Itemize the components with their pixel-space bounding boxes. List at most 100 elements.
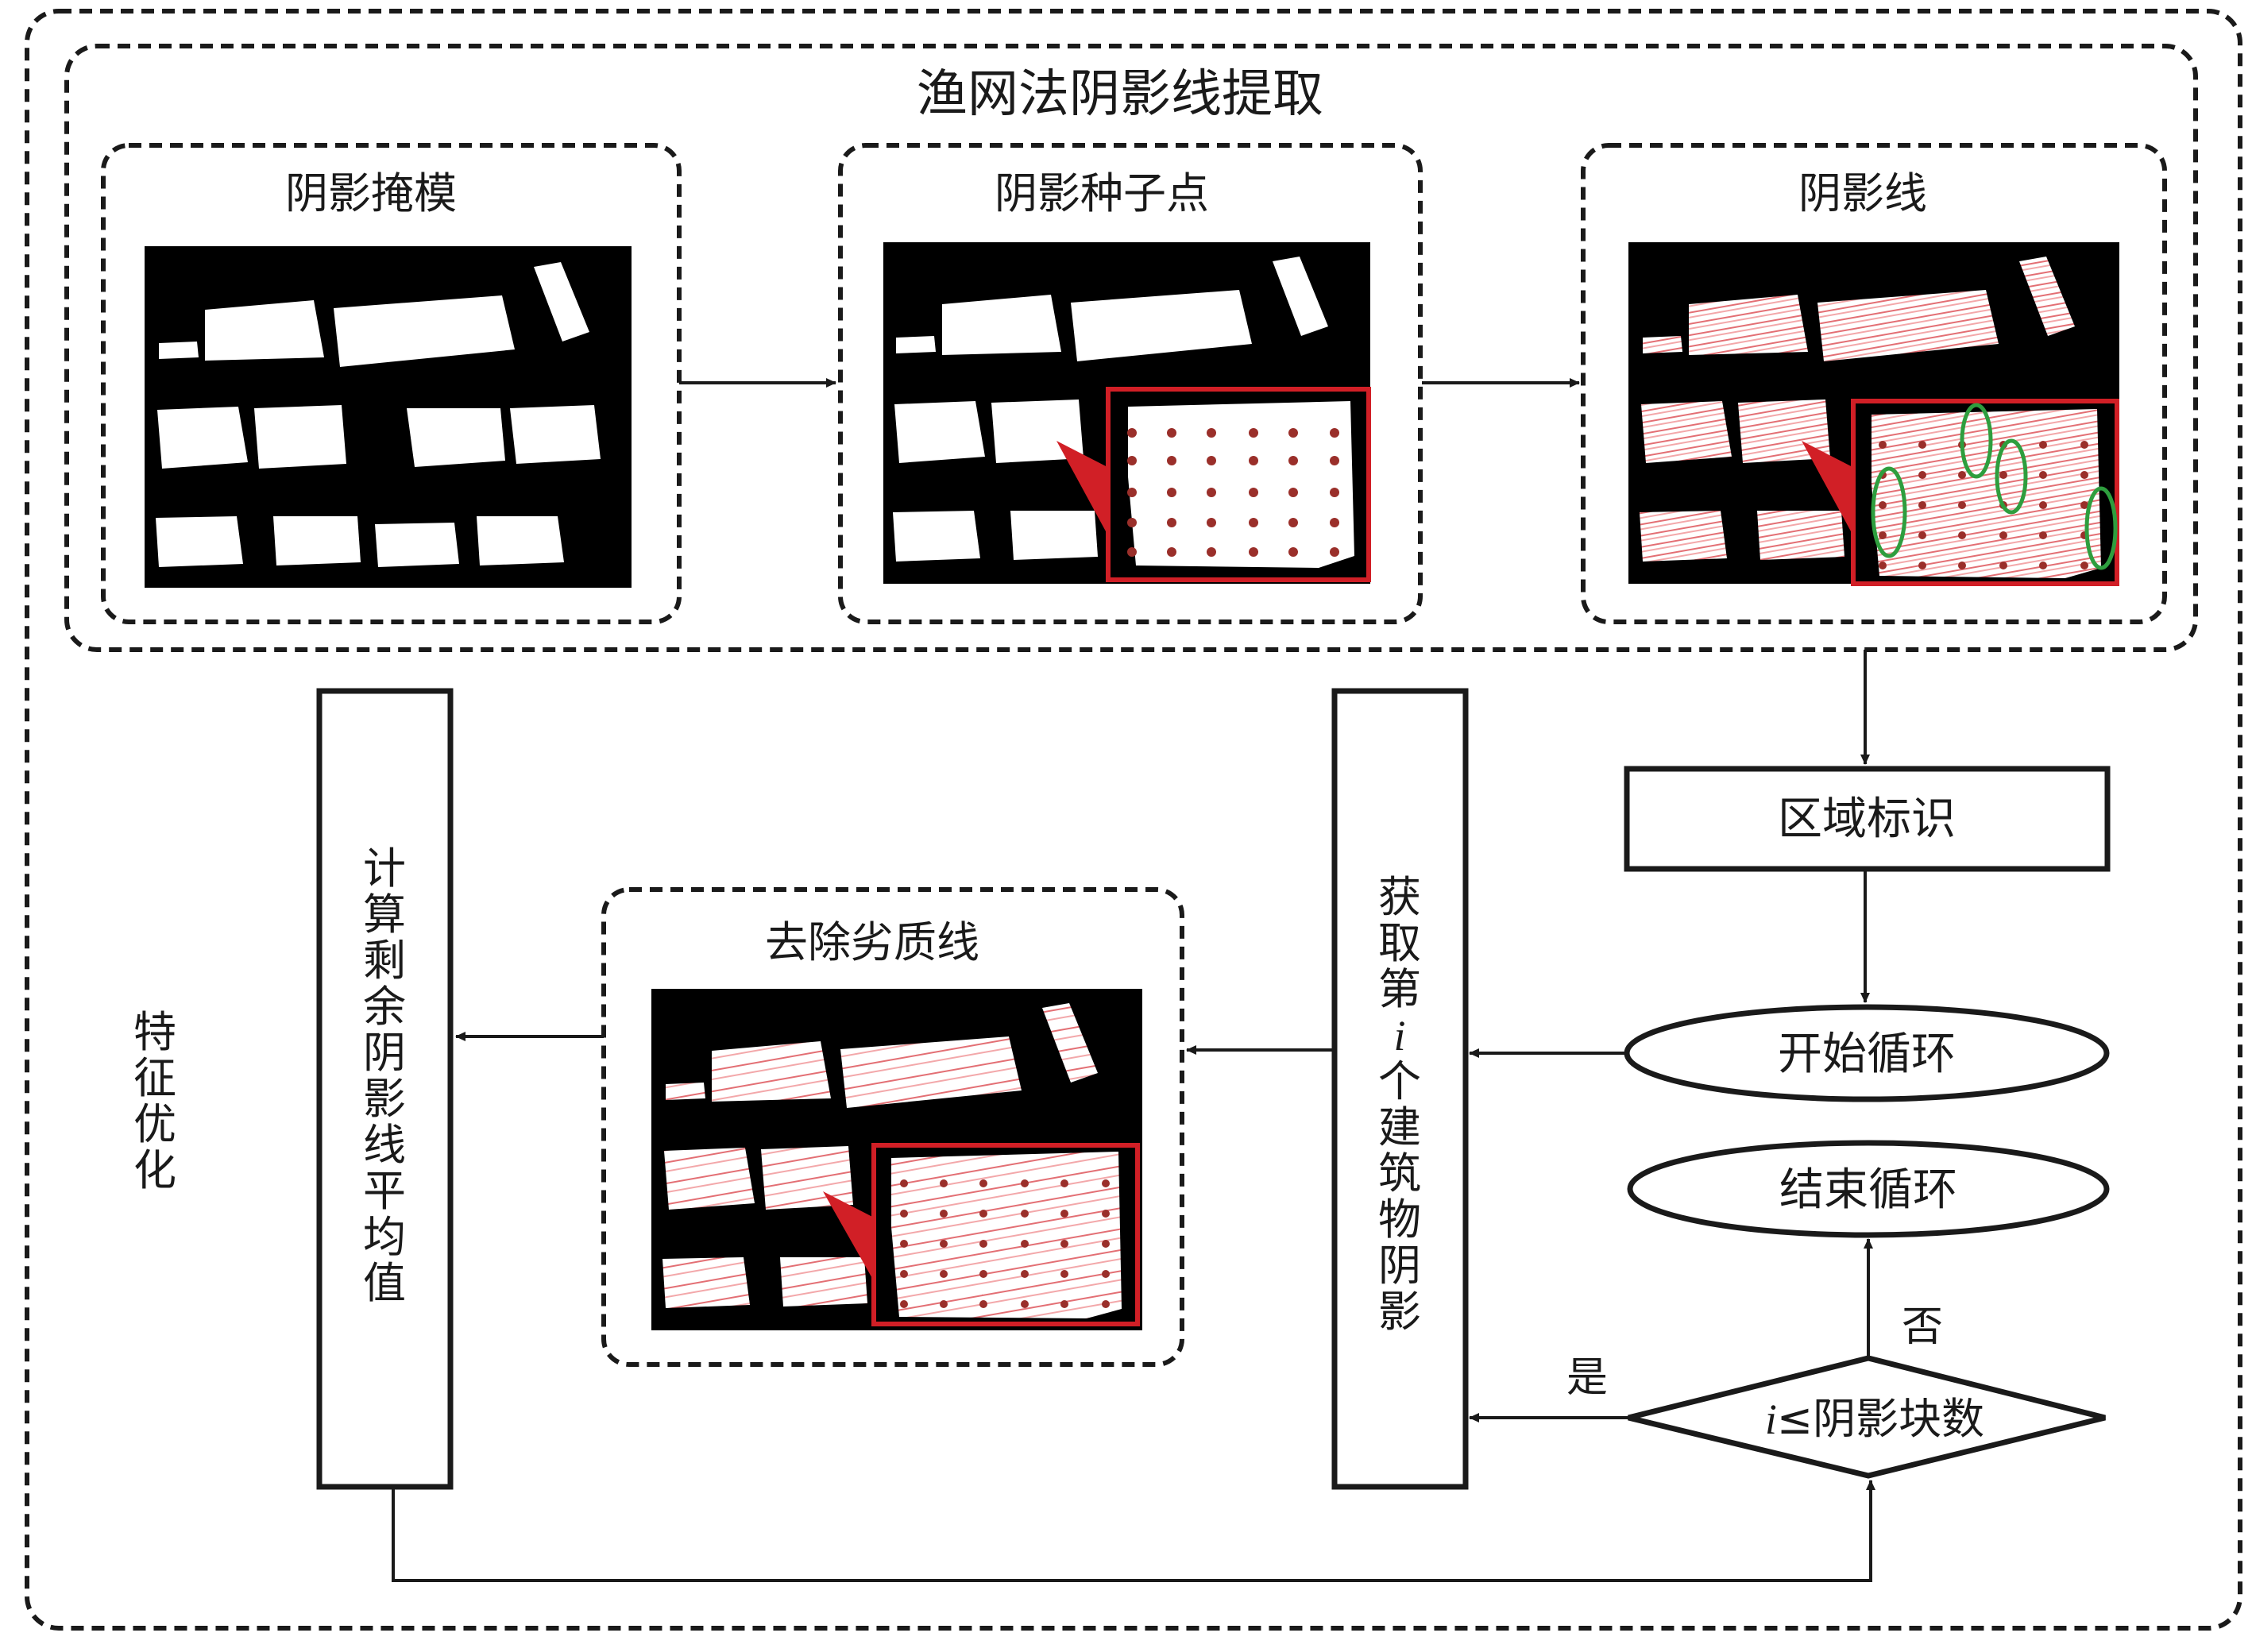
seed-point (940, 1179, 948, 1187)
seed-point (940, 1270, 948, 1278)
seed-point (1999, 562, 2007, 569)
seed-point (900, 1210, 908, 1218)
seed-point-grid (1127, 428, 1339, 557)
vertical-char: 影 (363, 1074, 406, 1124)
loop-end-ellipse (1627, 1140, 2110, 1238)
seed-point (1958, 501, 1966, 509)
seed-point (1207, 456, 1216, 465)
loop-start-text: 开始循环 (1778, 1029, 1956, 1080)
vertical-char: 计 (363, 843, 406, 894)
condition-text: i≤阴影块数 (1765, 1394, 1984, 1444)
vertical-char: 获 (1378, 872, 1421, 922)
seed-point (2039, 471, 2047, 479)
defect-circle (2084, 486, 2118, 570)
seed-point (900, 1179, 908, 1187)
seed-point (979, 1270, 987, 1278)
seed-point (2080, 562, 2088, 569)
seed-point (1330, 488, 1339, 497)
seed-point (1060, 1240, 1068, 1248)
seed-point-grid-overlay (1879, 441, 2088, 569)
vertical-char: 线 (363, 1120, 406, 1170)
vertical-char: 阴 (363, 1028, 406, 1078)
seed-point (940, 1240, 948, 1248)
seed-point (2039, 562, 2047, 569)
seed-point (979, 1179, 987, 1187)
seed-point (1102, 1240, 1110, 1248)
seed-point (1249, 488, 1258, 497)
seed-point (1879, 562, 1887, 569)
shadow-lines-image (1628, 242, 2119, 586)
seed-point (1999, 471, 2007, 479)
panel-seed-title: 阴影种子点 (995, 168, 1209, 218)
seed-point (1060, 1270, 1068, 1278)
vertical-char: 建 (1378, 1102, 1421, 1152)
panel-mask-title: 阴影掩模 (285, 168, 457, 218)
seed-point (2080, 501, 2088, 509)
defect-circle (1871, 466, 1907, 558)
vertical-char: 平 (363, 1166, 406, 1216)
seed-point (1879, 531, 1887, 539)
vertical-char: 值 (363, 1258, 406, 1308)
seed-point (1958, 471, 1966, 479)
seed-point (2039, 501, 2047, 509)
vertical-char: i (1393, 1012, 1405, 1060)
defect-circle (1995, 438, 2028, 515)
vertical-char: 化 (133, 1145, 176, 1195)
vertical-char: 征 (133, 1053, 176, 1103)
seed-point (1102, 1210, 1110, 1218)
panel-line-frame (1581, 143, 2167, 624)
seed-point (940, 1210, 948, 1218)
seed-point (979, 1300, 987, 1308)
seed-point-grid-overlay (900, 1179, 1110, 1308)
seed-point (2039, 441, 2047, 449)
seed-point (1127, 456, 1137, 465)
compute-average-box (316, 688, 454, 1490)
vertical-char: 算 (363, 890, 406, 940)
panel-filtered-title: 去除劣质线 (765, 917, 979, 967)
vertical-char: 影 (1378, 1287, 1421, 1337)
seed-point (900, 1240, 908, 1248)
seed-point (1021, 1179, 1029, 1187)
seed-point (979, 1210, 987, 1218)
feature-optimization-frame (25, 9, 2242, 1631)
seed-point (1288, 488, 1298, 497)
condition-rest: ≤阴影块数 (1777, 1394, 1984, 1444)
seed-point (1330, 518, 1339, 527)
vertical-char: 剩 (363, 936, 406, 986)
seed-point (1167, 547, 1176, 557)
seed-point (1021, 1210, 1029, 1218)
seed-point (1102, 1179, 1110, 1187)
seed-point (1207, 428, 1216, 438)
seed-point (1249, 518, 1258, 527)
seed-point (1288, 456, 1298, 465)
edge-label-no: 否 (1902, 1303, 1943, 1351)
seed-point (1127, 518, 1137, 527)
seed-point (1021, 1300, 1029, 1308)
seed-point (900, 1300, 908, 1308)
seed-point (1207, 518, 1216, 527)
vertical-char: 取 (1378, 918, 1421, 968)
seed-point (1249, 456, 1258, 465)
vertical-char: 优 (133, 1099, 176, 1149)
seed-point (1249, 547, 1258, 557)
seed-point (2080, 441, 2088, 449)
seed-point (1918, 471, 1926, 479)
seed-point (1021, 1270, 1029, 1278)
seed-point (900, 1270, 908, 1278)
seed-point (1060, 1179, 1068, 1187)
seed-points-image (883, 242, 1371, 584)
seed-point (1102, 1300, 1110, 1308)
seed-point (1249, 428, 1258, 438)
condition-variable: i (1765, 1395, 1777, 1443)
seed-point (1879, 501, 1887, 509)
arrow-compute-to-condition (392, 1480, 1875, 1582)
defect-circle (1960, 403, 1993, 479)
panel-line-title: 阴影线 (1798, 168, 1927, 218)
seed-point (1330, 547, 1339, 557)
seed-point (1167, 518, 1176, 527)
vertical-char: 特 (133, 1007, 176, 1057)
seed-point (1060, 1210, 1068, 1218)
